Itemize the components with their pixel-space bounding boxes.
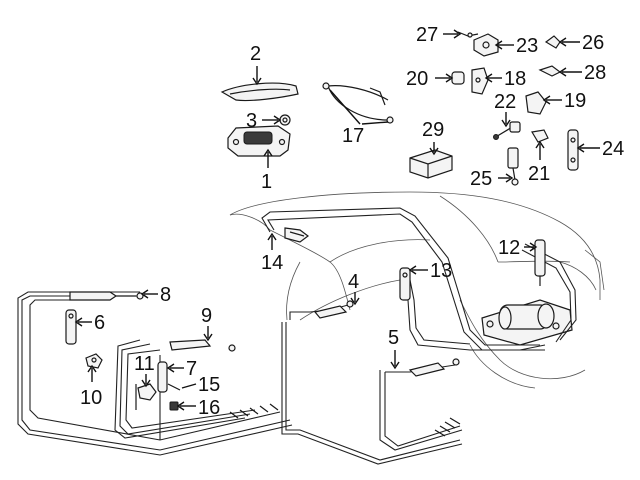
part-5-door-actuator [408, 358, 460, 377]
callout-27: 27 [416, 24, 438, 46]
callout-9: 9 [201, 305, 212, 327]
callout-11: 11 [134, 353, 155, 375]
part-19-bracket [525, 91, 547, 115]
callout-22: 22 [494, 91, 516, 113]
callout-19: 19 [564, 90, 586, 112]
part-21-clip [531, 129, 549, 143]
part-6-actuator [65, 309, 77, 345]
part-1-trunk-lock [227, 125, 291, 157]
part-11-valve [135, 383, 157, 410]
callout-4: 4 [348, 271, 359, 293]
callout-7: 7 [186, 358, 197, 380]
part-24-actuator [567, 129, 579, 171]
part-2-trunk-handle [220, 82, 299, 102]
vacuum-lines [17, 207, 577, 465]
callout-23: 23 [516, 35, 538, 57]
part-20-grommet [451, 71, 465, 85]
part-29-control-module [409, 149, 453, 179]
callout-8: 8 [160, 284, 171, 306]
leader-lines [74, 29, 600, 411]
part-18-actuator [471, 67, 489, 95]
callout-25: 25 [470, 168, 492, 190]
part-10-valve [85, 353, 103, 369]
callout-labels: 2 3 1 17 29 27 23 26 28 20 18 22 19 24 2… [80, 24, 624, 419]
callout-2: 2 [250, 43, 261, 65]
part-17-cable [322, 82, 394, 124]
callout-15: 15 [198, 374, 220, 396]
part-4-door-actuator [313, 300, 354, 319]
callout-3: 3 [246, 110, 257, 132]
callout-16: 16 [198, 397, 220, 419]
part-25-actuator [507, 147, 519, 186]
callout-18: 18 [504, 68, 526, 90]
callout-20: 20 [406, 68, 428, 90]
callout-28: 28 [584, 62, 606, 84]
callout-1: 1 [261, 171, 272, 193]
callout-5: 5 [388, 327, 399, 349]
part-9-actuator [169, 339, 236, 352]
callout-12: 12 [498, 237, 520, 259]
callout-10: 10 [80, 387, 102, 409]
part-7-actuator [157, 361, 168, 393]
part-12-fuel-door-actuator [534, 239, 546, 286]
callout-14: 14 [261, 252, 283, 274]
vacuum-pump [481, 299, 573, 346]
callout-24: 24 [602, 138, 624, 160]
part-22-valve [493, 121, 521, 140]
callout-13: 13 [430, 260, 452, 282]
part-15-hose-piece [167, 383, 181, 391]
part-3-bolt [279, 114, 291, 126]
part-23-actuator [473, 33, 499, 57]
part-28-bracket [538, 65, 562, 77]
callout-29: 29 [422, 119, 444, 141]
part-8-hood-actuator [69, 291, 144, 301]
callout-26: 26 [582, 32, 604, 54]
part-13-actuator [399, 267, 411, 301]
part-26-bracket [544, 35, 561, 49]
callout-6: 6 [94, 312, 105, 334]
callout-17: 17 [342, 125, 364, 147]
car-body-outline [229, 191, 605, 389]
part-27-clip [457, 31, 479, 38]
callout-21: 21 [528, 163, 550, 185]
part-14-trunk-actuator [284, 227, 309, 243]
